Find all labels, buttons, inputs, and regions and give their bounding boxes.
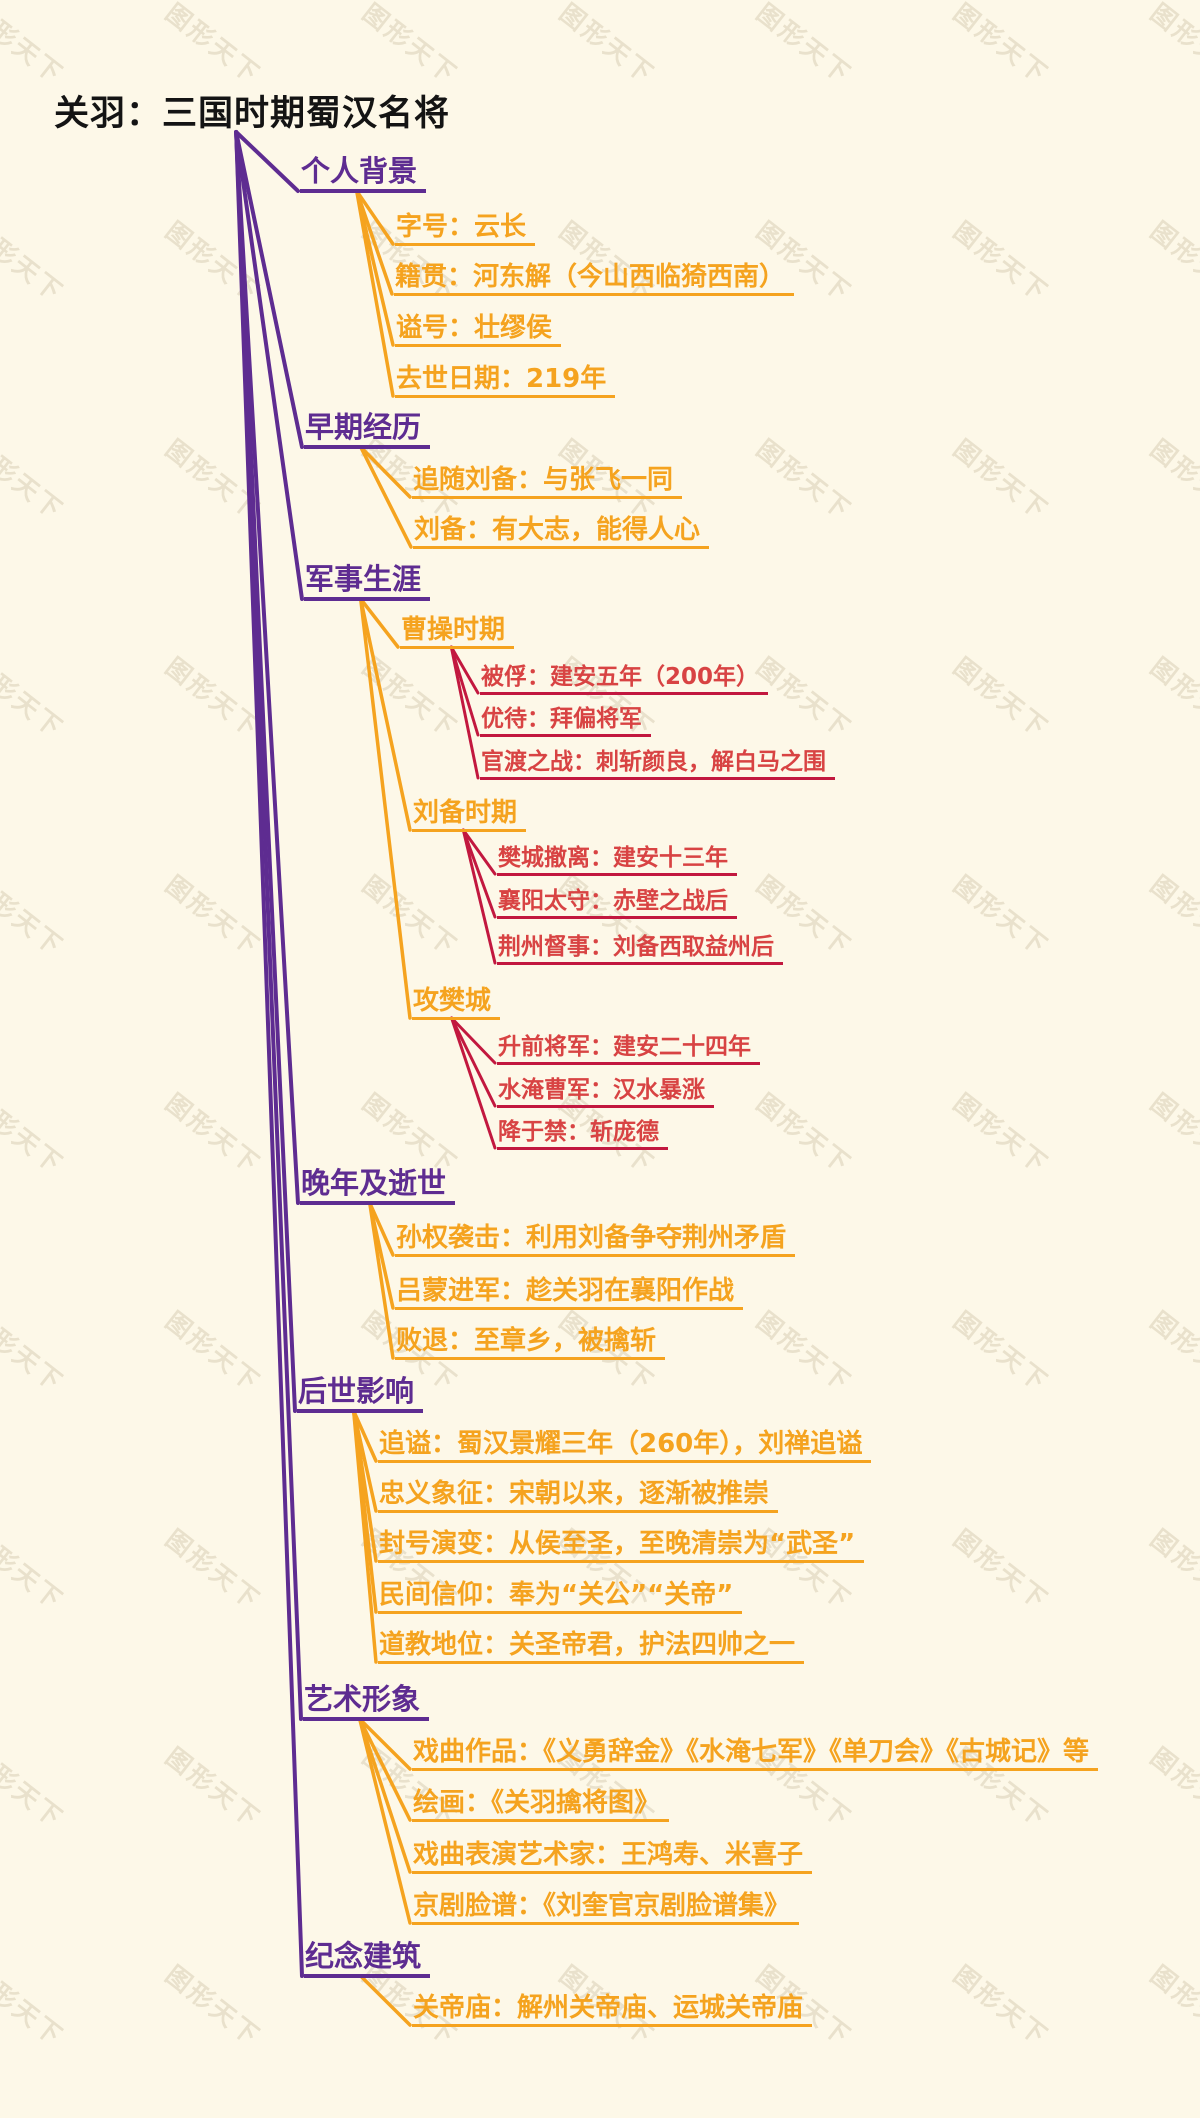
leaf-guandi-temples[interactable]: 关帝庙：解州关帝庙、运城关帝庙 <box>412 1994 813 2028</box>
connector-line <box>461 828 497 965</box>
leaf-death-date[interactable]: 去世日期：219年 <box>395 365 616 399</box>
leaf-sunquan-attack[interactable]: 孙权袭击：利用刘备争夺荆州矛盾 <box>395 1224 796 1258</box>
connector-line <box>358 445 412 499</box>
connector-line <box>450 1016 497 1150</box>
connector-line <box>354 189 394 296</box>
connector-line <box>449 645 480 695</box>
branch-early-life[interactable]: 早期经历 <box>304 411 431 450</box>
connector-line <box>450 1016 497 1108</box>
leaf-jingzhou-administrator[interactable]: 荆州督事：刘备西取益州后 <box>497 935 783 965</box>
connector-line <box>357 1717 412 1874</box>
leaf-birthplace[interactable]: 籍贯：河东解（今山西临猗西南） <box>394 263 795 297</box>
root-title[interactable]: 关羽：三国时期蜀汉名将 <box>54 94 451 134</box>
leaf-opera-works[interactable]: 戏曲作品：《义勇辞金》《水淹七军》《单刀会》《古城记》等 <box>412 1738 1099 1772</box>
connector-line <box>368 1201 395 1360</box>
leaf-title-evolution[interactable]: 封号演变：从侯至圣，至晚清崇为“武圣” <box>378 1530 865 1564</box>
leaf-treated-well[interactable]: 优待：拜偏将军 <box>480 707 651 737</box>
connector-line <box>234 130 304 601</box>
connector-line <box>351 1409 378 1664</box>
connector-line <box>234 130 304 1978</box>
connector-line <box>351 1409 378 1463</box>
leaf-defeat-and-capture[interactable]: 败退：至章乡，被擒斩 <box>395 1327 666 1361</box>
connector-line <box>357 1717 412 1771</box>
leaf-taoist-status[interactable]: 道教地位：关圣帝君，护法四帅之一 <box>378 1631 805 1665</box>
branch-posthumous-influence[interactable]: 后世影响 <box>297 1375 424 1414</box>
leaf-loyalty-symbol[interactable]: 忠义象征：宋朝以来，逐渐被推崇 <box>378 1480 779 1514</box>
leaf-flooding-cao-army[interactable]: 水淹曹军：汉水暴涨 <box>497 1078 714 1108</box>
leaf-opera-performers[interactable]: 戏曲表演艺术家：王鸿寿、米喜子 <box>412 1841 813 1875</box>
leaf-battle-of-guandu[interactable]: 官渡之战：刺斩颜良，解白马之围 <box>480 750 835 780</box>
connector-line <box>354 189 395 246</box>
connector-line <box>450 1016 497 1065</box>
connector-line <box>358 597 412 1020</box>
connector-line <box>354 189 395 398</box>
connector-line <box>449 645 480 780</box>
connector-line <box>234 130 300 193</box>
leaf-courtesy-name[interactable]: 字号：云长 <box>395 213 536 247</box>
connector-line <box>358 1974 412 2027</box>
leaf-followed-liubei[interactable]: 追随刘备：与张飞一同 <box>412 466 683 500</box>
subbranch-liubei-period[interactable]: 刘备时期 <box>412 799 527 833</box>
subbranch-caocao-period[interactable]: 曹操时期 <box>400 616 515 650</box>
branch-memorial-buildings[interactable]: 纪念建筑 <box>304 1940 431 1979</box>
leaf-xiangyang-governor[interactable]: 襄阳太守：赤壁之战后 <box>497 889 737 919</box>
branch-artistic-image[interactable]: 艺术形象 <box>303 1683 430 1722</box>
leaf-liubei-ambition[interactable]: 刘备：有大志，能得人心 <box>413 516 710 550</box>
leaf-fancheng-retreat[interactable]: 樊城撤离：建安十三年 <box>497 846 737 876</box>
branch-late-years-and-death[interactable]: 晚年及逝世 <box>300 1167 456 1206</box>
connector-line <box>234 130 300 1205</box>
leaf-promoted-general[interactable]: 升前将军：建安二十四年 <box>497 1035 760 1065</box>
leaf-posthumous-honor[interactable]: 追谥：蜀汉景耀三年（260年），刘禅追谥 <box>378 1430 872 1464</box>
leaf-lvmeng-advance[interactable]: 吕蒙进军：趁关羽在襄阳作战 <box>395 1277 744 1311</box>
branch-military-career[interactable]: 军事生涯 <box>304 563 431 602</box>
connector-line <box>358 597 412 832</box>
connector-line <box>461 828 497 876</box>
leaf-painting[interactable]: 绘画：《关羽擒将图》 <box>412 1789 670 1823</box>
connector-line <box>357 1717 412 1822</box>
branch-personal-background[interactable]: 个人背景 <box>300 155 427 194</box>
leaf-yujin-surrender[interactable]: 降于禁：斩庞德 <box>497 1120 668 1150</box>
connector-line <box>357 1717 412 1925</box>
connector-line <box>358 445 413 549</box>
leaf-peking-opera-masks[interactable]: 京剧脸谱：《刘奎官京剧脸谱集》 <box>412 1892 800 1926</box>
connector-line <box>234 130 304 449</box>
connector-line <box>368 1201 395 1257</box>
connector-line <box>461 828 497 919</box>
connector-line <box>358 597 400 649</box>
leaf-posthumous-title[interactable]: 谥号：壮缪侯 <box>395 314 562 348</box>
leaf-folk-belief[interactable]: 民间信仰：奉为“关公”“关帝” <box>378 1581 743 1615</box>
leaf-captured[interactable]: 被俘：建安五年（200年） <box>480 665 769 695</box>
subbranch-fancheng-attack[interactable]: 攻樊城 <box>412 987 501 1021</box>
